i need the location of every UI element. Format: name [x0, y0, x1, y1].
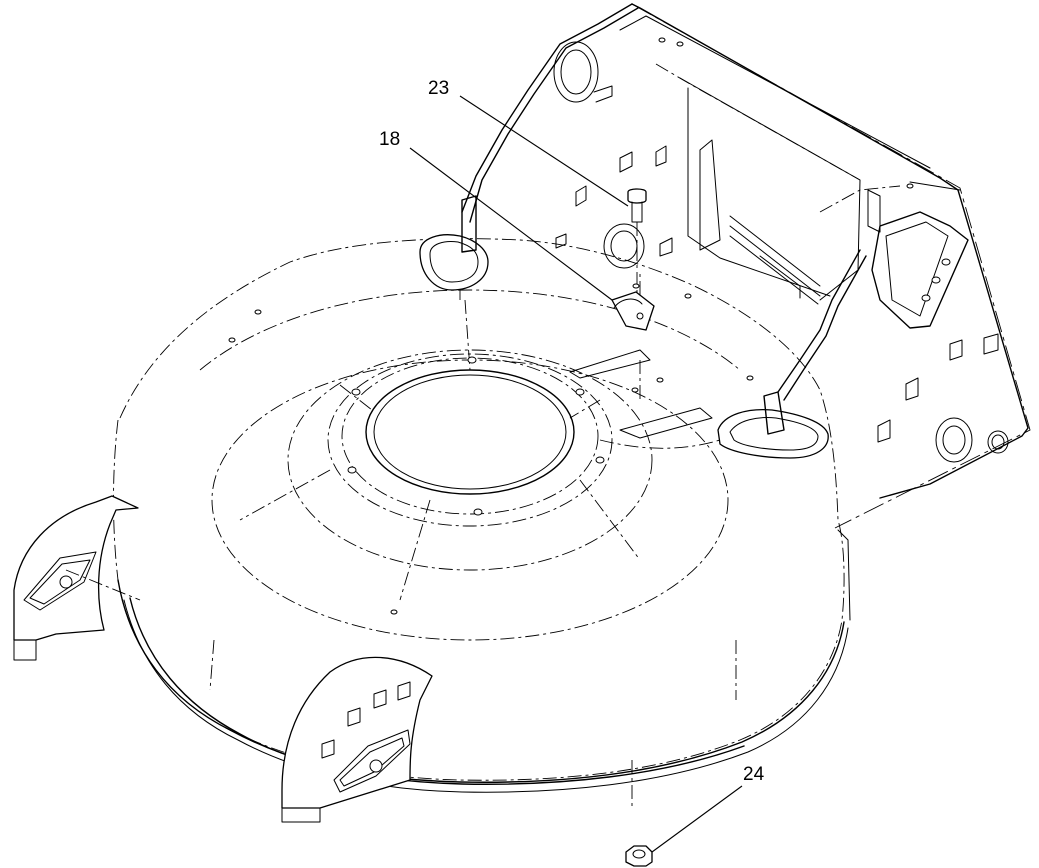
mower-deck-shell — [113, 238, 851, 810]
callout-24: 24 — [743, 764, 765, 785]
part-23-bolt — [627, 188, 647, 300]
handle-lug-right — [717, 249, 867, 459]
leader-line-23 — [459, 95, 629, 207]
callout-18: 18 — [379, 129, 400, 150]
handle-lug-left — [419, 195, 489, 291]
leader-line-18 — [409, 147, 613, 301]
height-adjuster-housing — [871, 211, 1009, 463]
rear-bracket-wall — [461, 3, 1031, 529]
front-left-wheel-bracket — [13, 495, 141, 661]
callout-23: 23 — [428, 78, 449, 99]
part-18-clip — [611, 283, 655, 331]
front-right-wheel-bracket — [281, 656, 433, 823]
leader-line-24 — [651, 785, 743, 853]
part-24-nut — [625, 845, 653, 867]
